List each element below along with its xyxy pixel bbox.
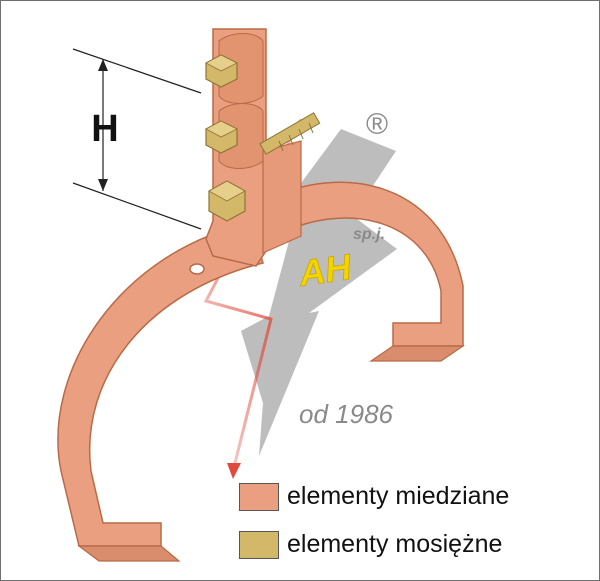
brass-swatch bbox=[239, 530, 279, 559]
company-suffix: sp.j. bbox=[353, 226, 385, 243]
since-text: od 1986 bbox=[299, 399, 394, 429]
dimension-arrow-up-icon bbox=[98, 59, 108, 71]
brass-nut-middle-icon bbox=[205, 120, 238, 154]
dimension-label: H bbox=[91, 108, 118, 150]
logo-letters: AH bbox=[295, 246, 354, 294]
brass-nut-top-icon bbox=[205, 54, 238, 88]
lightning-bolt-icon bbox=[241, 129, 397, 456]
legend-label-brass: elementy mosiężne bbox=[287, 530, 503, 558]
copper-strap-back-foot bbox=[369, 345, 465, 362]
brass-nut-bottom-icon bbox=[208, 180, 246, 222]
legend-item-copper: elementy miedziane bbox=[239, 482, 509, 511]
dimension-h bbox=[72, 48, 202, 230]
copper-side-plate bbox=[262, 140, 302, 254]
brass-screw-icon bbox=[259, 112, 321, 155]
mounting-hole-icon bbox=[189, 263, 205, 275]
arrow-head-icon bbox=[227, 463, 241, 479]
legend-item-brass: elementy mosiężne bbox=[239, 530, 502, 559]
copper-strap-front bbox=[57, 222, 264, 547]
copper-strap-front-foot bbox=[77, 545, 181, 562]
registered-mark: ® bbox=[366, 108, 388, 141]
legend-label-copper: elementy miedziane bbox=[287, 482, 510, 510]
copper-swatch bbox=[239, 482, 279, 511]
dimension-arrow-down-icon bbox=[98, 179, 108, 191]
